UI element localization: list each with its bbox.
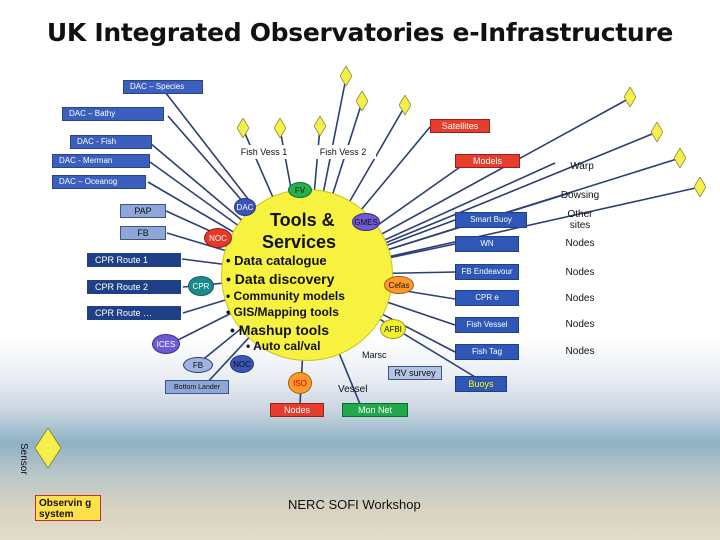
buoys-box: Buoys xyxy=(455,376,507,392)
central-item-mashup-tools: • Mashup tools xyxy=(230,322,330,338)
sensor-legend-label: Sensor xyxy=(18,443,29,475)
central-title-line1: Tools & xyxy=(270,210,335,230)
central-title-line2: Services xyxy=(262,232,337,252)
fish-vessel-box: Fish Vessel xyxy=(455,317,519,333)
fb-endeavour-box: FB Endeavour xyxy=(455,264,519,280)
dac-oceanog-box: DAC – Oceanog xyxy=(52,175,146,189)
central-item-community-models: • Community models xyxy=(226,289,345,303)
cpr-route-2-box: CPR Route 2 xyxy=(86,279,182,295)
dac-fish-box: DAC - Fish xyxy=(70,135,152,149)
afbi-node: AFBI xyxy=(380,319,406,339)
dac-merman-box: DAC - Merman xyxy=(52,154,150,168)
marsc-label: Marsc xyxy=(362,350,387,360)
fb-node: FB xyxy=(183,357,213,373)
mon-net-box: Mon Net xyxy=(342,403,408,417)
cpr-route-etc-box: CPR Route … xyxy=(86,305,182,321)
wn-box: WN xyxy=(455,236,519,252)
ices-node: ICES xyxy=(152,334,180,354)
vessel-label: Vessel xyxy=(338,384,368,395)
fish-tag-box: Fish Tag xyxy=(455,344,519,360)
observing-system-legend: Observin g system xyxy=(35,495,101,521)
fish-vess-2-label: Fish Vess 2 xyxy=(310,145,376,159)
fv-node: FV xyxy=(288,182,312,198)
cefas-node: Cefas xyxy=(384,276,414,294)
smart-buoy-box: Smart Buoy xyxy=(455,212,527,228)
nodes-label-5: Nodes xyxy=(565,346,595,357)
fish-vess-1-label: Fish Vess 1 xyxy=(232,145,296,159)
nodes-label-1: Nodes xyxy=(565,238,595,249)
footer-text: NERC SOFI Workshop xyxy=(288,497,421,512)
noc-node-2: NOC xyxy=(230,355,254,373)
central-item-auto-cal-val: • Auto cal/val xyxy=(246,339,321,353)
models-box: Models xyxy=(455,154,520,168)
sensor-diamond-icon xyxy=(624,87,636,107)
iso-node: ISO xyxy=(288,372,312,394)
sensor-diamond-icon xyxy=(356,91,368,111)
satellites-box: Satellites xyxy=(430,119,490,133)
nodes-label-4: Nodes xyxy=(565,319,595,330)
fb-box: FB xyxy=(120,226,166,240)
sensor-diamond-icon xyxy=(340,66,352,86)
central-item-data-catalogue: • Data catalogue xyxy=(226,253,327,268)
cpr-route-1-box: CPR Route 1 xyxy=(86,252,182,268)
cpr-e-box: CPR e xyxy=(455,290,519,306)
dac-node: DAC xyxy=(234,198,256,216)
sensor-diamond-icon xyxy=(674,148,686,168)
sensor-legend-icon xyxy=(35,428,61,468)
rv-survey-box: RV survey xyxy=(388,366,442,380)
central-item-gis-mapping: • GIS/Mapping tools xyxy=(226,305,339,319)
nodes-box: Nodes xyxy=(270,403,324,417)
central-item-data-discovery: • Data discovery xyxy=(226,271,335,287)
sensor-diamond-icon xyxy=(399,95,411,115)
nodes-label-2: Nodes xyxy=(565,267,595,278)
other-sites-label: Other sites xyxy=(567,209,593,231)
sensor-diamond-icon xyxy=(314,116,326,136)
gmes-node: GMES xyxy=(352,213,380,231)
sensor-diamond-icon xyxy=(651,122,663,142)
cpr-node: CPR xyxy=(188,276,214,296)
bottom-lander-box: Bottom Lander xyxy=(165,380,229,394)
nodes-label-3: Nodes xyxy=(565,293,595,304)
sensor-diamond-icon xyxy=(274,118,286,138)
sensor-diamond-icon xyxy=(237,118,249,138)
dowsing-label: Dowsing xyxy=(560,190,600,201)
sensor-diamond-icon xyxy=(694,177,706,197)
dac-species-box: DAC – Species xyxy=(123,80,203,94)
warp-label: Warp xyxy=(570,161,594,172)
dac-bathy-box: DAC – Bathy xyxy=(62,107,164,121)
page-title: UK Integrated Observatories e-Infrastruc… xyxy=(46,18,674,47)
pap-box: PAP xyxy=(120,204,166,218)
noc-node: NOC xyxy=(204,228,232,248)
